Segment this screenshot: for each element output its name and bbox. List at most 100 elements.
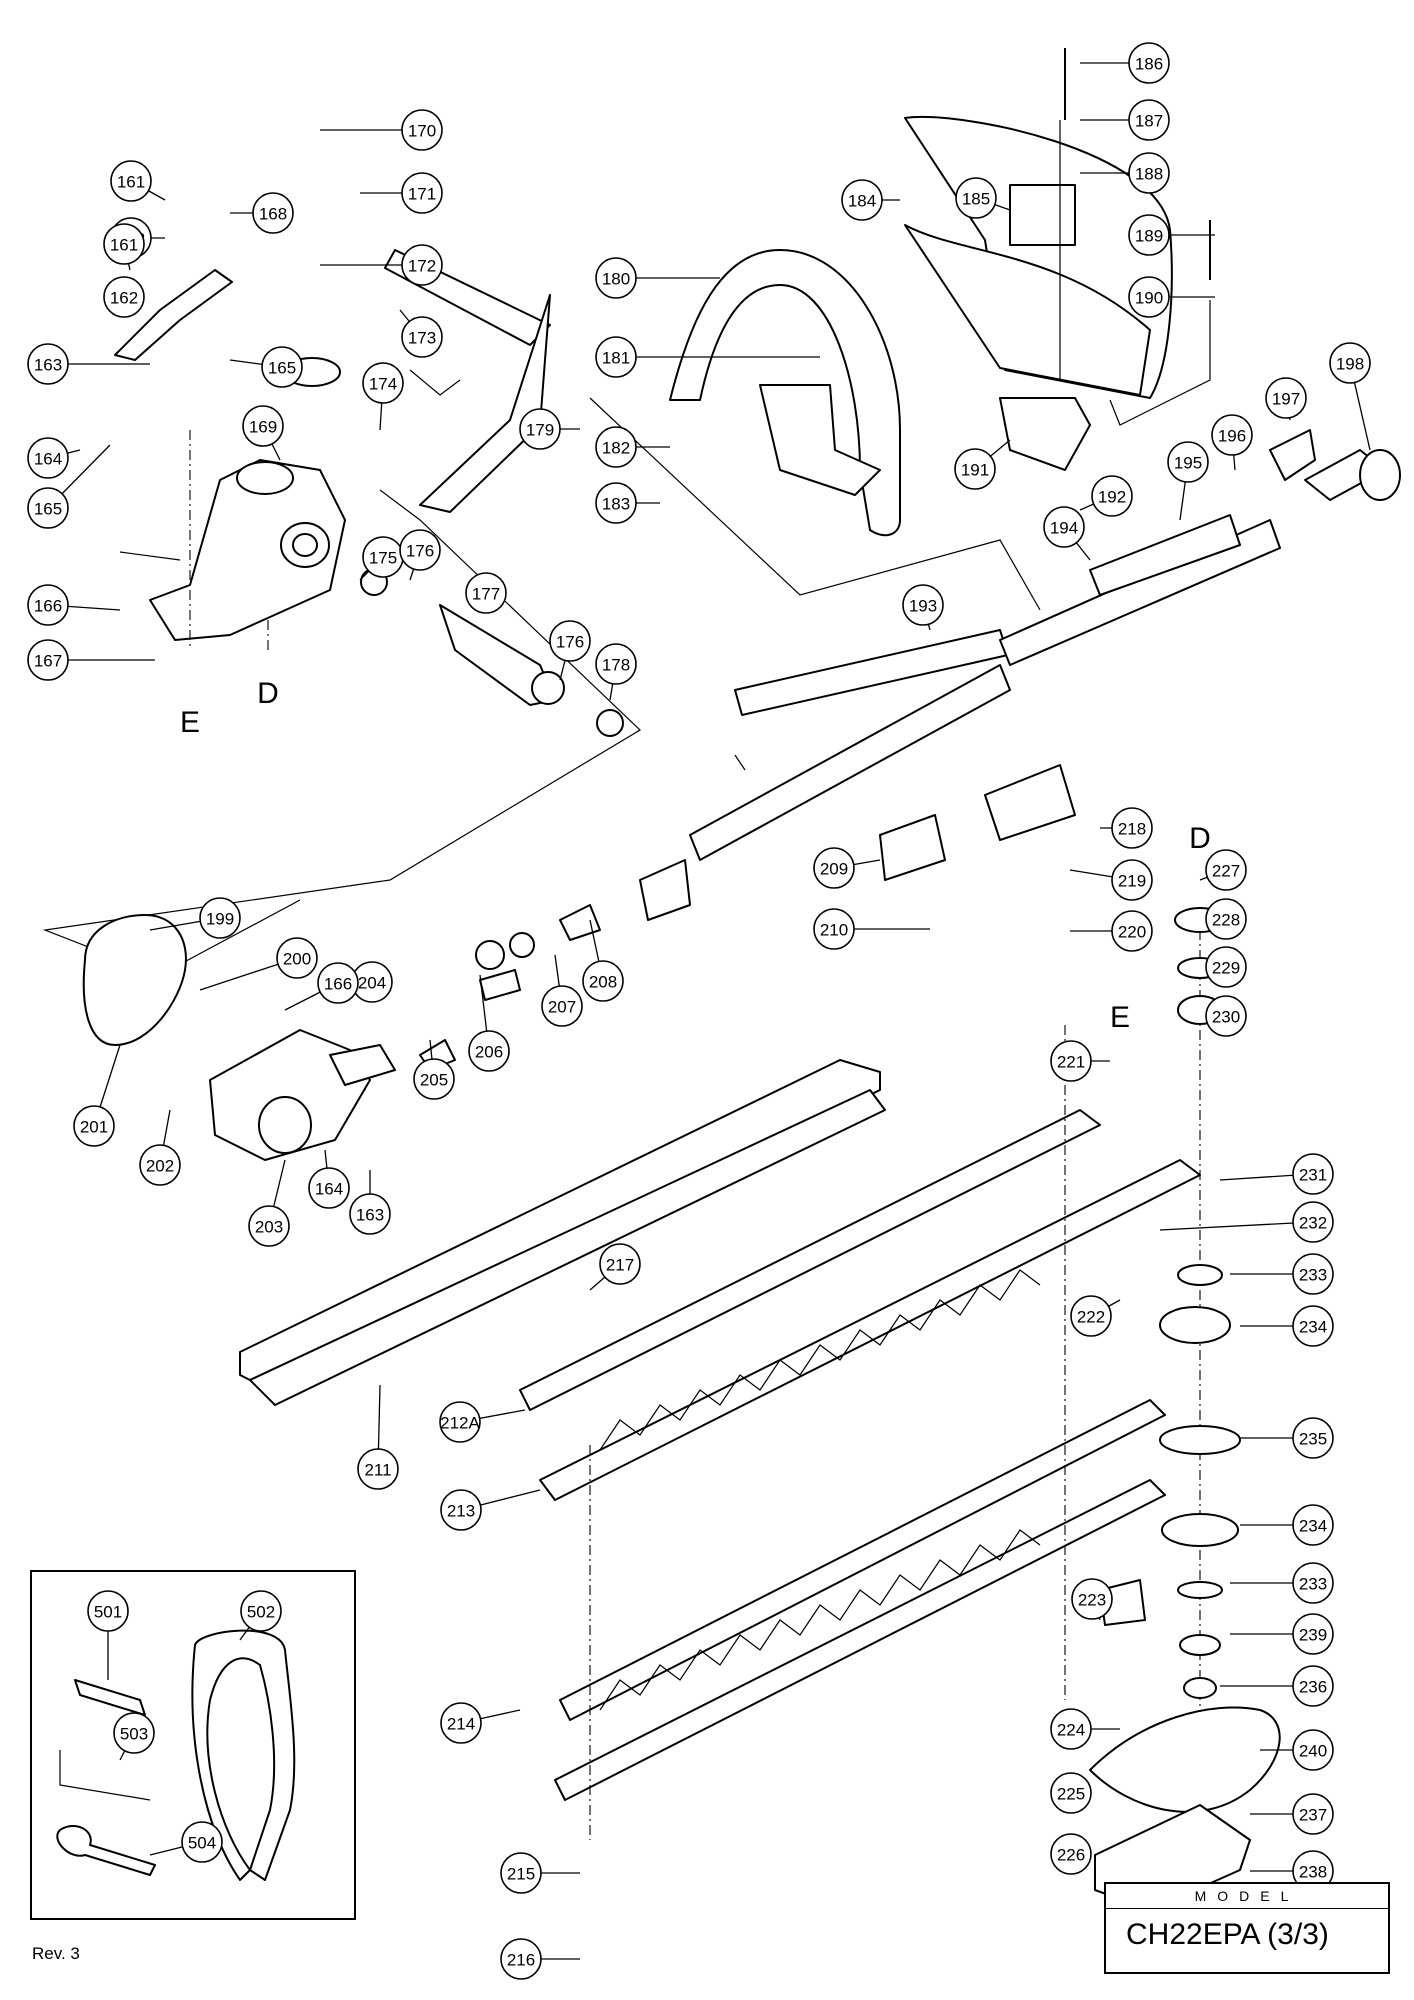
part-callout-179: 179 (519, 408, 580, 450)
part-callout-212A: 212A (439, 1401, 526, 1443)
part-number-label: 181 (602, 349, 630, 368)
part-number-label: 233 (1299, 1575, 1327, 1594)
callout-circle (465, 572, 507, 614)
callout-circle (1329, 342, 1371, 384)
part-number-label: 207 (548, 998, 576, 1017)
callout-circle (1128, 152, 1170, 194)
part-callout-239: 239 (1230, 1613, 1334, 1655)
part-number-label: 205 (420, 1071, 448, 1090)
part-number-label: 182 (602, 439, 630, 458)
part-number-label: 195 (1174, 454, 1202, 473)
part-callout-503: 503 (113, 1712, 155, 1761)
part-number-label: 173 (408, 329, 436, 348)
callout-circle (1050, 1708, 1092, 1750)
part-number-label: 185 (962, 190, 990, 209)
callout-circle (103, 223, 145, 265)
part-number-label: 504 (188, 1834, 216, 1853)
part-number-label: 197 (1272, 390, 1300, 409)
callout-circle (276, 937, 318, 979)
callout-circle (139, 1144, 181, 1186)
callout-circle (261, 346, 303, 388)
part-callout-188: 188 (1080, 152, 1170, 194)
part-number-label: 234 (1299, 1517, 1327, 1536)
part-callout-233: 233 (1230, 1253, 1334, 1295)
callout-circle (519, 408, 561, 450)
part-callout-210: 210 (813, 908, 930, 950)
part-callout-193: 193 (902, 584, 944, 631)
part-callout-186: 186 (1080, 42, 1170, 84)
part-callout-196: 196 (1211, 414, 1253, 471)
callout-circle (955, 177, 997, 219)
model-name: CH22EPA (3/3) (1126, 1918, 1329, 1951)
part-callout-164: 164 (27, 437, 81, 479)
callout-circle (27, 639, 69, 681)
section-letter-e: E (180, 706, 200, 739)
part-number-label: 226 (1057, 1846, 1085, 1865)
part-number-label: 213 (447, 1502, 475, 1521)
part-number-label: 219 (1118, 872, 1146, 891)
handle-assembly (589, 48, 1211, 611)
part-callout-211: 211 (357, 1384, 399, 1490)
part-callout-161: 161 (103, 223, 145, 271)
lower-gear-case (82, 904, 601, 1161)
part-callout-165: 165 (27, 444, 111, 529)
callout-circle (1292, 1613, 1334, 1655)
callout-circle (1111, 859, 1153, 901)
part-number-label: 216 (507, 1951, 535, 1970)
part-callout-227: 227 (1199, 849, 1247, 891)
accessories (56, 1629, 296, 1881)
callout-circle (27, 437, 69, 479)
callout-circle (401, 172, 443, 214)
gear-case-assembly (42, 249, 641, 976)
callout-circle (1292, 1253, 1334, 1295)
part-number-label: 194 (1050, 519, 1078, 538)
callout-circle (1050, 1833, 1092, 1875)
part-number-label: 199 (206, 910, 234, 929)
callout-circle (902, 584, 944, 626)
part-number-label: 221 (1057, 1053, 1085, 1072)
callout-circle (103, 276, 145, 318)
part-number-label: 236 (1299, 1678, 1327, 1697)
part-number-label: 218 (1118, 820, 1146, 839)
part-number-label: 204 (358, 974, 386, 993)
part-number-label: 163 (34, 356, 62, 375)
callout-circle (541, 985, 583, 1027)
part-number-label: 176 (406, 542, 434, 561)
drive-shaft-tubes (639, 429, 1401, 921)
part-number-label: 165 (268, 359, 296, 378)
callout-circle (1211, 414, 1253, 456)
part-callout-215: 215 (500, 1852, 580, 1894)
part-number-label: 208 (589, 973, 617, 992)
callout-circle (599, 1243, 641, 1285)
part-callout-214: 214 (440, 1702, 521, 1744)
part-callout-226: 226 (1050, 1833, 1092, 1875)
part-callout-207: 207 (541, 954, 583, 1027)
callout-circle (362, 362, 404, 404)
part-number-label: 501 (94, 1603, 122, 1622)
part-number-label: 239 (1299, 1626, 1327, 1645)
part-callout-222: 222 (1070, 1295, 1121, 1337)
part-number-label: 174 (369, 375, 397, 394)
cutter-blade-assembly (239, 930, 1201, 1840)
part-number-label: 234 (1299, 1318, 1327, 1337)
part-callout-218: 218 (1100, 807, 1153, 849)
part-callout-169: 169 (242, 405, 284, 461)
part-callout-219: 219 (1069, 859, 1153, 901)
part-number-label: 502 (247, 1603, 275, 1622)
callout-circle (317, 962, 359, 1004)
part-number-label: 176 (556, 633, 584, 652)
part-number-label: 230 (1212, 1008, 1240, 1027)
callout-circle (110, 160, 152, 202)
callout-circle (1292, 1504, 1334, 1546)
part-number-label: 167 (34, 652, 62, 671)
part-callout-165: 165 (229, 346, 303, 388)
callout-circle (1292, 1201, 1334, 1243)
part-callout-174: 174 (362, 362, 404, 431)
callout-circle (582, 960, 624, 1002)
part-number-label: 198 (1336, 355, 1364, 374)
callout-circle (595, 257, 637, 299)
callout-circle (954, 448, 996, 490)
part-callout-194: 194 (1043, 506, 1091, 561)
part-number-label: 206 (475, 1043, 503, 1062)
callout-circle (308, 1167, 350, 1209)
